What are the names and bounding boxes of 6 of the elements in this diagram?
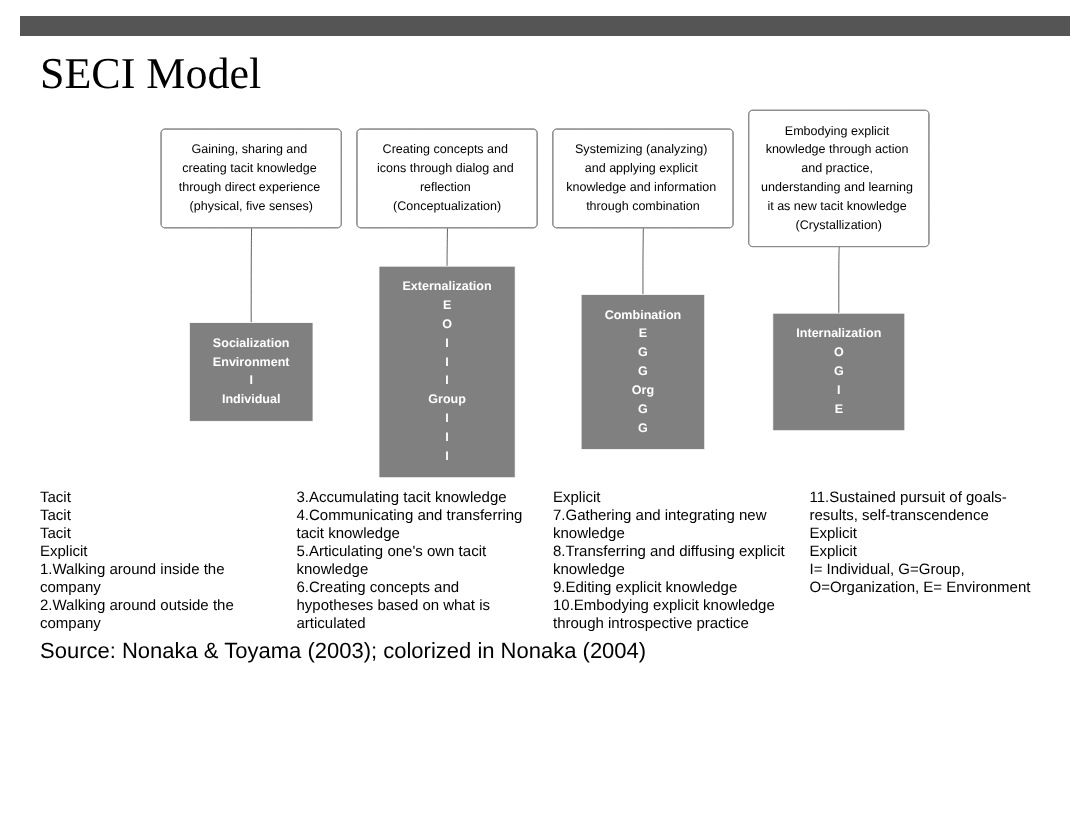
connector <box>250 227 252 323</box>
connector <box>642 227 644 295</box>
connector <box>446 227 448 267</box>
slide-title: SECI Model <box>40 48 264 100</box>
source-caption: Source: Nonaka & Toyama (2003); colorized in Nonaka (2004) <box>40 640 649 664</box>
connector <box>838 246 840 314</box>
